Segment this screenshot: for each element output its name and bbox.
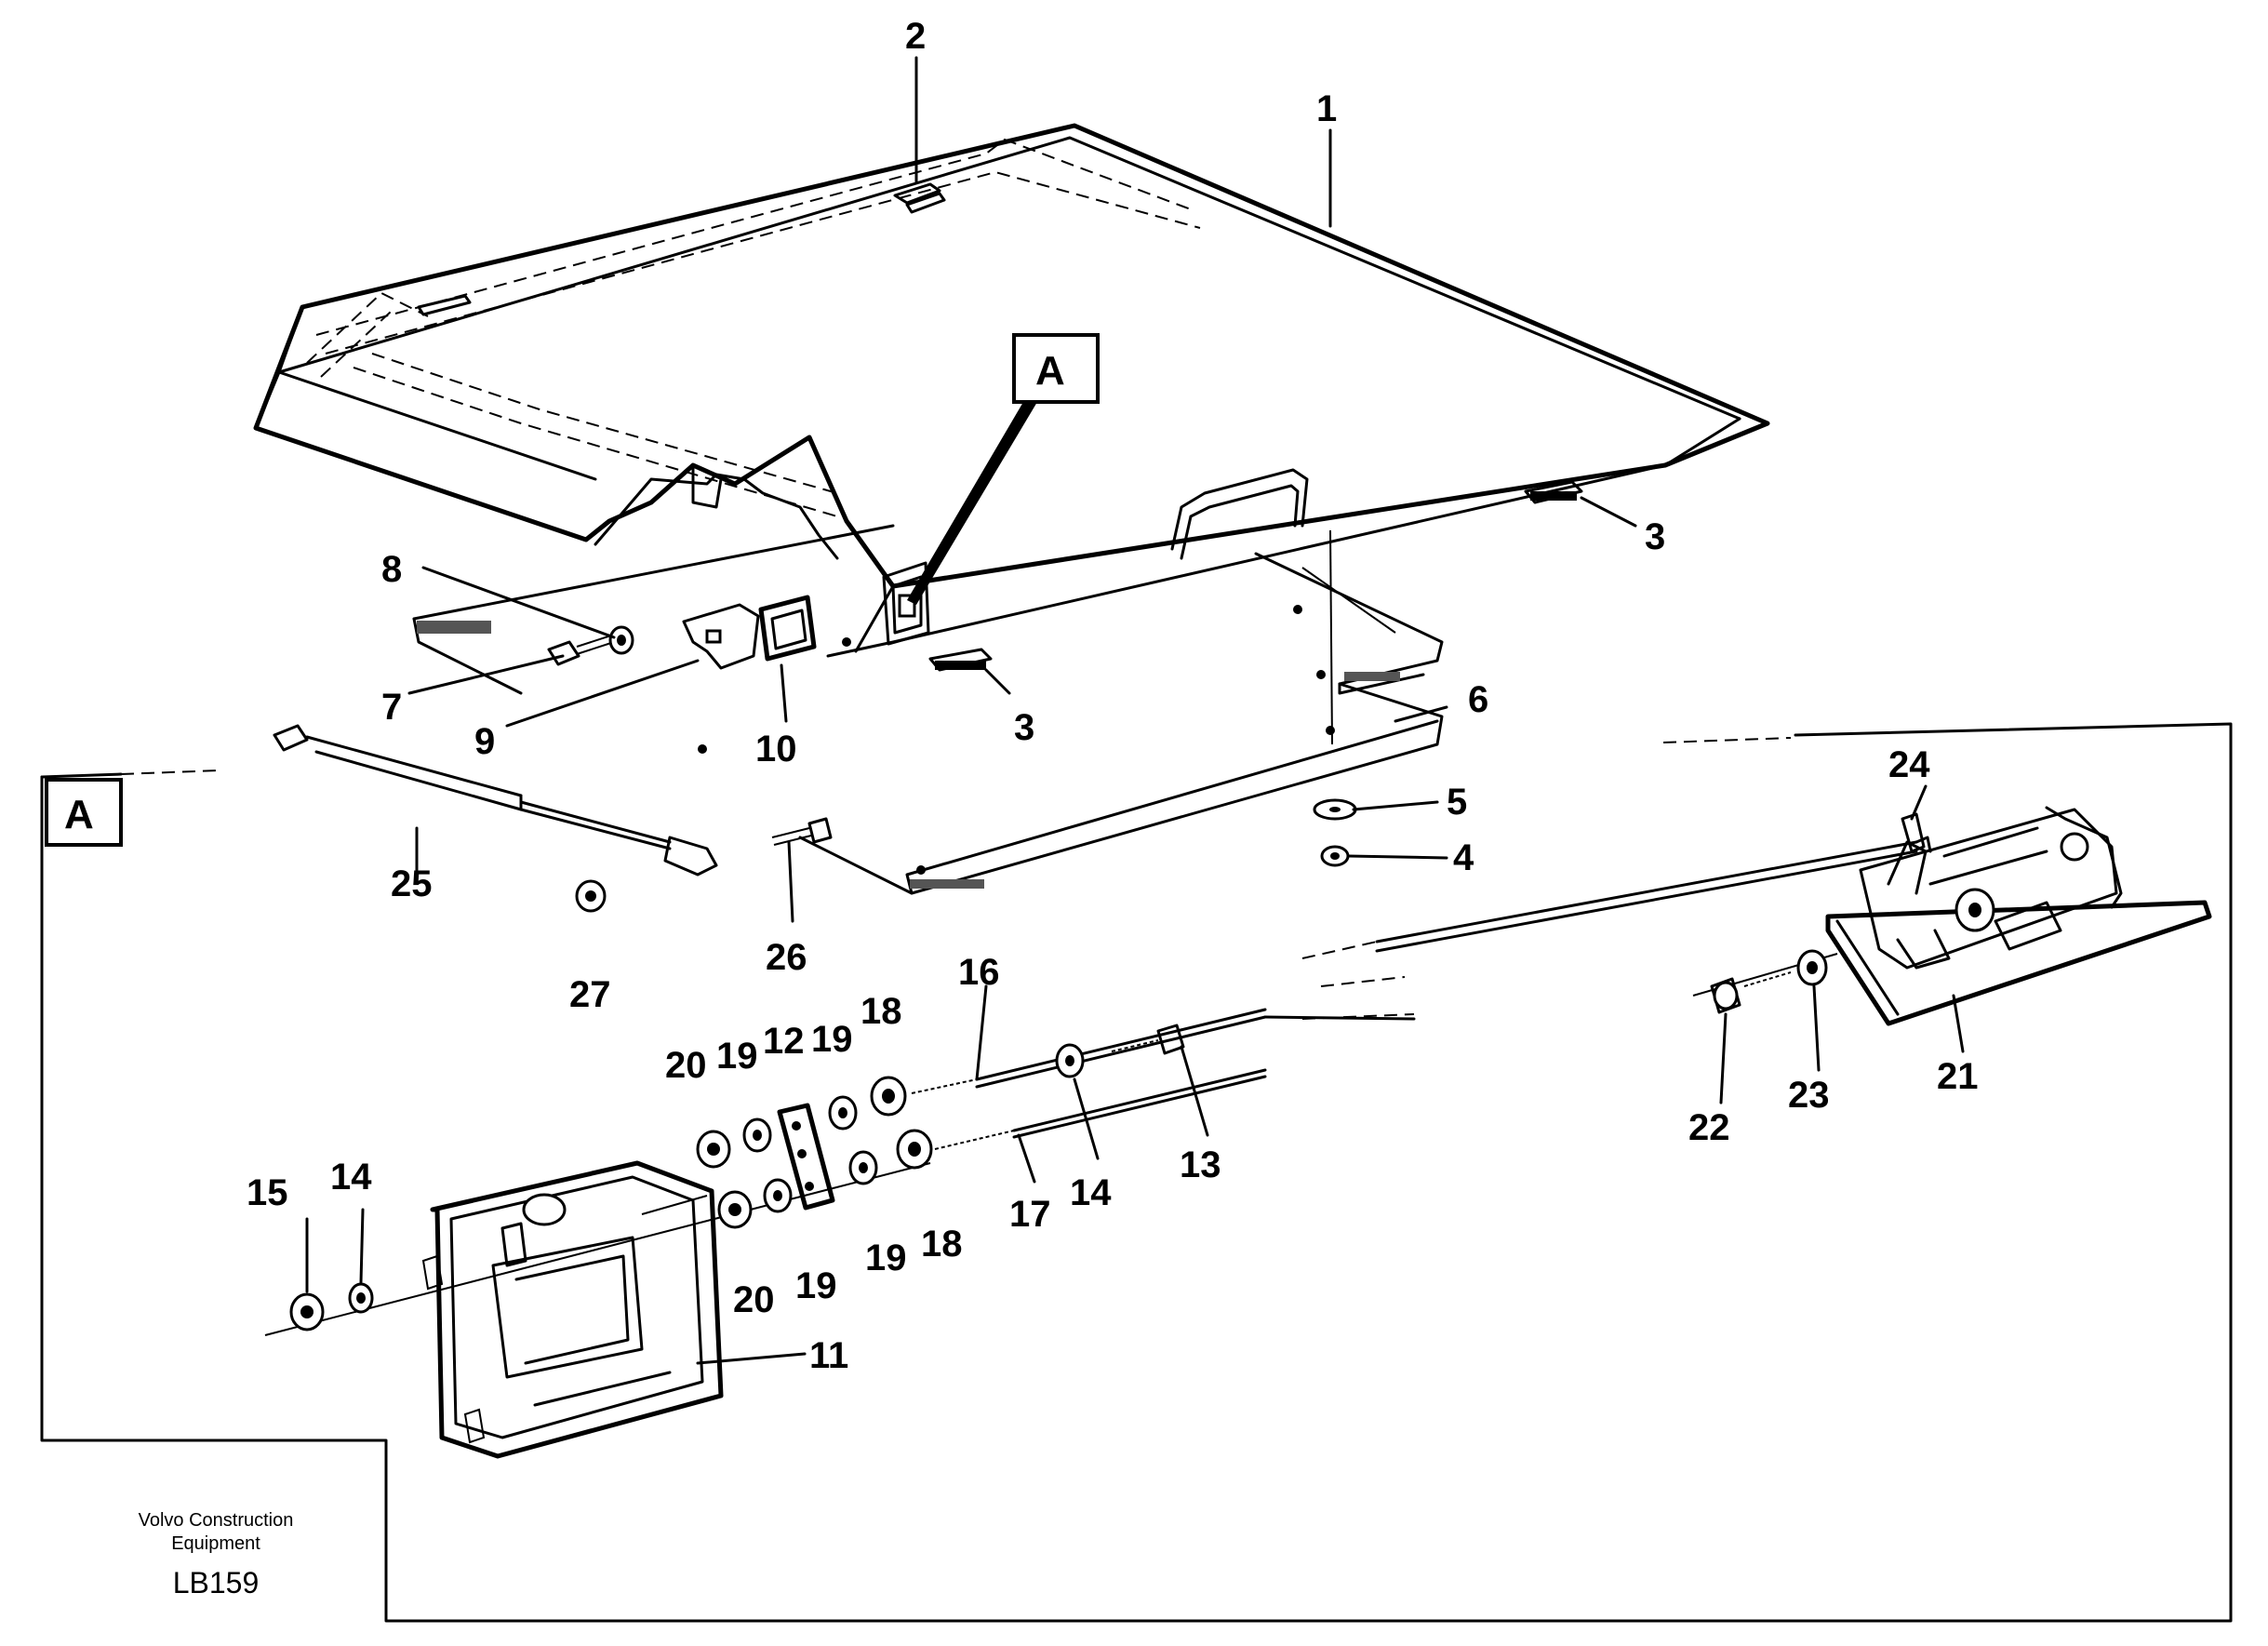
callout-2: 2 [905,16,926,57]
callout-18-lower: 18 [921,1224,963,1265]
inset-frame: A [40,722,2233,1623]
lock-handle-part-11 [421,1160,724,1459]
callout-11: 11 [809,1335,848,1376]
callout-labels: 1 2 3 3 4 5 6 7 8 9 10 11 12 13 14 14 15… [247,16,1979,1376]
rod-part-16 [911,840,1918,1094]
footer-company-line1: Volvo Construction [139,1510,294,1531]
nut-part-22 [1710,977,1741,1014]
callout-19-lower-right: 19 [865,1238,907,1278]
callout-16: 16 [958,952,1000,993]
callout-19-lower-left: 19 [795,1265,837,1306]
hood-cover [253,123,1770,658]
callout-14-left: 14 [330,1157,372,1198]
nut-part-20-upper [696,1130,731,1169]
callout-17: 17 [1009,1194,1051,1235]
callout-24: 24 [1888,744,1930,785]
washer-part-14-left [348,1282,374,1314]
pad-part-3-right [1524,480,1583,504]
washer-part-5 [1313,798,1357,821]
washer-part-19-lower-right [848,1150,878,1185]
callout-1: 1 [1316,88,1337,129]
leader-lines [305,56,1965,1365]
washer-part-23 [1796,949,1828,986]
callout-10: 10 [755,729,797,769]
washer-part-19-lower-left [763,1178,793,1213]
callout-14-middle: 14 [1070,1172,1112,1213]
washer-part-19-upper-right [828,1095,858,1131]
bracket-part-12 [777,1103,835,1211]
callout-8: 8 [381,549,402,590]
callout-6: 6 [1468,679,1488,720]
callout-4: 4 [1453,837,1474,878]
callout-20-lower: 20 [733,1279,775,1320]
nut-part-18-lower [896,1129,933,1170]
callout-12: 12 [763,1021,805,1062]
callout-9: 9 [474,721,495,762]
bolt-part-26 [771,817,833,846]
footer-block: Volvo Construction Equipment LB159 [139,1510,294,1599]
nut-part-20-lower [717,1190,753,1229]
washer-part-8 [608,625,634,655]
callout-20-upper: 20 [665,1045,707,1086]
hinge-part-9 [682,603,760,670]
callout-15: 15 [247,1172,288,1213]
detail-a-label-top: A [1035,348,1065,394]
nut-part-27 [575,879,607,913]
callout-23: 23 [1788,1075,1830,1116]
callout-5: 5 [1447,782,1467,823]
latch-part-21 [1825,806,2212,1026]
callout-26: 26 [766,937,807,978]
pad-part-3-middle [928,648,993,672]
rod-part-17 [934,1013,1416,1150]
callout-27: 27 [569,974,611,1015]
callout-18-upper: 18 [861,991,902,1032]
callout-3-right: 3 [1645,516,1665,557]
nut-part-18-upper [870,1076,907,1117]
base-plate [412,524,1444,895]
gasket-part-10 [758,595,817,662]
callout-13: 13 [1180,1144,1221,1185]
callout-7: 7 [381,687,402,728]
callout-3-middle: 3 [1014,707,1034,748]
nut-part-4 [1320,845,1350,867]
callout-21: 21 [1937,1056,1979,1097]
bolt-part-13 [1111,1024,1185,1055]
callout-19-upper-right: 19 [811,1019,853,1060]
footer-diagram-code: LB159 [173,1566,260,1599]
detail-a-label-inset: A [64,792,94,837]
nut-part-15 [289,1292,325,1332]
callout-25: 25 [391,863,433,904]
washer-part-19-upper-left [742,1117,772,1153]
footer-company-line2: Equipment [171,1533,260,1554]
detail-a-callout: A [907,333,1100,605]
callout-19-upper-left: 19 [716,1036,758,1077]
bolt-part-7 [547,634,615,666]
washer-part-14-middle [1055,1043,1085,1078]
callout-22: 22 [1688,1107,1730,1148]
gas-strut-part-25 [273,724,718,877]
